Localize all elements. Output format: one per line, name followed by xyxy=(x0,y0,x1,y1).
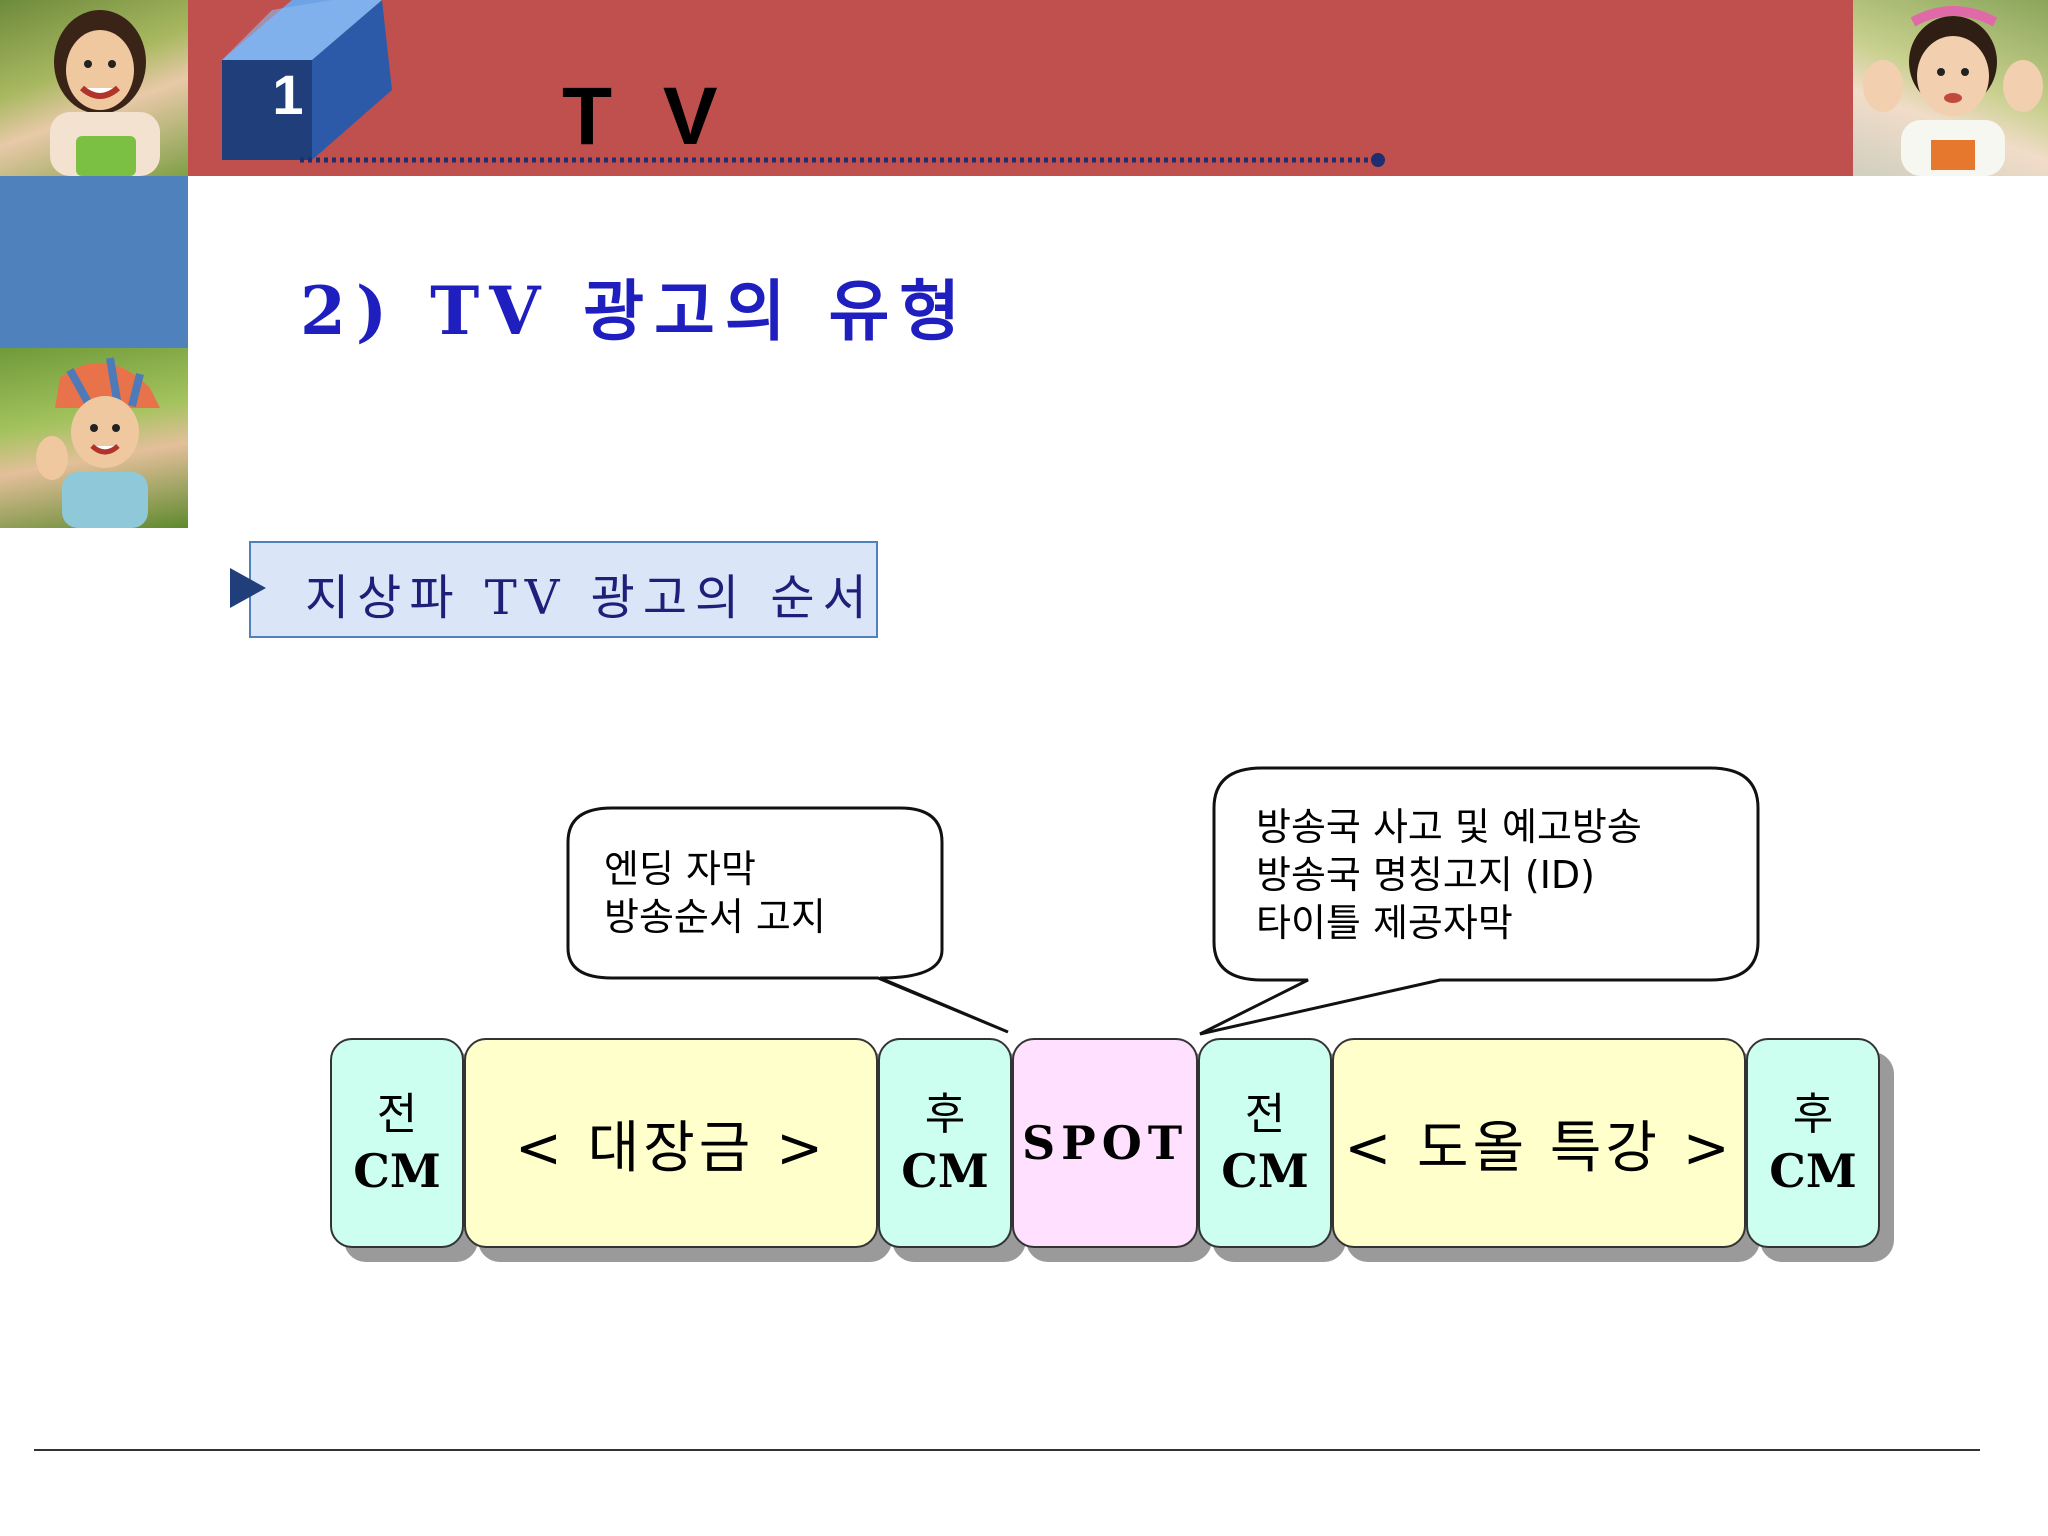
segment-top-label: 전 xyxy=(1244,1089,1286,1140)
segment-top-label: 후 xyxy=(1792,1089,1834,1140)
segment-bottom-label: CM xyxy=(1221,1144,1309,1198)
segment-bottom-label: CM xyxy=(901,1144,989,1198)
dotted-title-underline xyxy=(300,153,1385,167)
callout-station-text: 방송국 사고 및 예고방송 방송국 명칭고지 (ID) 타이틀 제공자막 xyxy=(1256,803,1642,947)
segment-bottom-label: CM xyxy=(1769,1144,1857,1198)
segment-pre-cm: 전 CM xyxy=(330,1038,464,1248)
callout-ending-text: 엔딩 자막 방송순서 고지 xyxy=(604,845,826,941)
callout-line: 방송국 사고 및 예고방송 xyxy=(1256,805,1642,849)
number-cube-icon xyxy=(222,0,392,160)
segment-label: SPOT xyxy=(1021,1116,1189,1170)
child-photo-left xyxy=(0,348,188,528)
segment-program-doolteukgang: < 도올 특강 > xyxy=(1332,1038,1746,1248)
segment-program-daejanggeum: < 대장금 > xyxy=(464,1038,878,1248)
footer-divider xyxy=(34,1449,1980,1451)
segment-pre-cm: 전 CM xyxy=(1198,1038,1332,1248)
subheading-box xyxy=(249,541,878,638)
segment-post-cm: 후 CM xyxy=(1746,1038,1880,1248)
callout-line: 방송순서 고지 xyxy=(604,895,826,939)
segment-top-label: 후 xyxy=(924,1089,966,1140)
callout-bubble-station xyxy=(1199,766,1760,1036)
section-heading: 2) TV 광고의 유형 xyxy=(300,272,971,350)
callout-line: 타이틀 제공자막 xyxy=(1256,901,1513,945)
side-accent-block xyxy=(0,176,188,348)
segment-spot: SPOT xyxy=(1012,1038,1198,1248)
callout-line: 방송국 명칭고지 (ID) xyxy=(1256,853,1595,897)
segment-label: < 도올 특강 > xyxy=(1344,1115,1734,1181)
header-title: T V xyxy=(562,71,732,162)
header-band xyxy=(188,0,1853,176)
callout-bubble-ending xyxy=(566,806,1009,1034)
segment-bottom-label: CM xyxy=(353,1144,441,1198)
callout-line: 엔딩 자막 xyxy=(604,847,756,891)
slide-number: 1 xyxy=(272,63,304,126)
child-photo-top-right xyxy=(1853,0,2048,176)
segment-top-label: 전 xyxy=(376,1089,418,1140)
subheading-text: 지상파 TV 광고의 순서 xyxy=(305,570,875,626)
child-photo-top-left xyxy=(0,0,188,176)
segment-post-cm: 후 CM xyxy=(878,1038,1012,1248)
triangle-right-icon xyxy=(230,568,266,608)
segment-label: < 대장금 > xyxy=(514,1115,827,1181)
